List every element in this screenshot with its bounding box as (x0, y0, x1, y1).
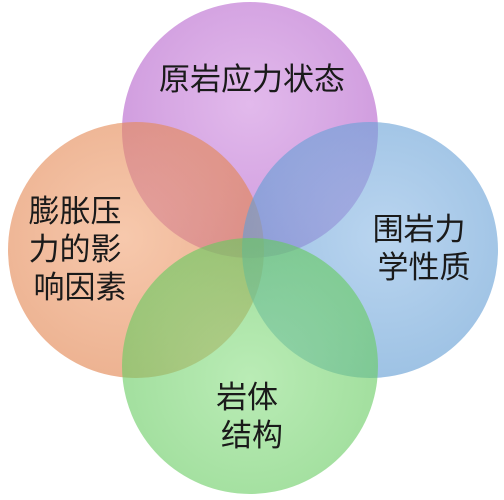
circle-bottom (122, 238, 378, 494)
label-left: 膨胀压 力的影 响因素 (29, 194, 132, 306)
label-top: 原岩应力状态 (159, 62, 345, 98)
label-left-line-3: 响因素 (34, 270, 127, 306)
label-right-line-2: 学性质 (378, 250, 471, 286)
label-bottom-line-1: 岩体 (216, 380, 278, 416)
label-left-line-1: 膨胀压 (29, 194, 122, 230)
label-left-line-2: 力的影 (29, 232, 122, 268)
label-top-line-1: 原岩应力状态 (159, 62, 345, 98)
label-bottom: 岩体 结构 (216, 380, 288, 454)
label-bottom-line-2: 结构 (221, 418, 283, 454)
label-right: 围岩力 学性质 (373, 212, 476, 286)
label-right-line-1: 围岩力 (373, 212, 466, 248)
